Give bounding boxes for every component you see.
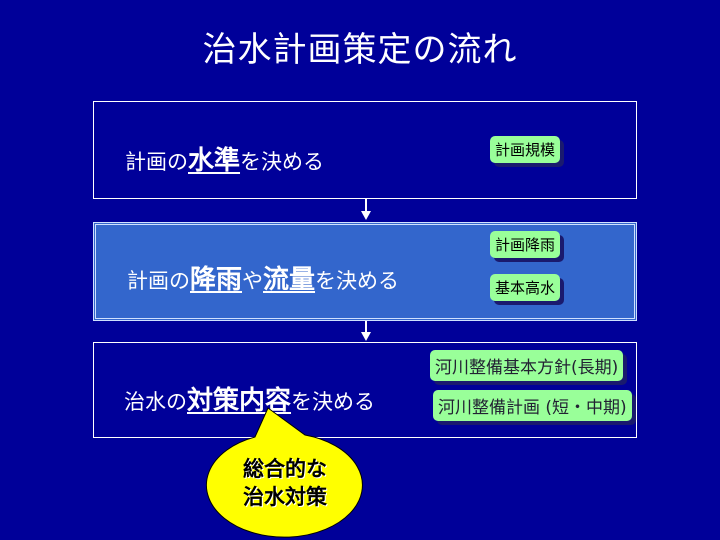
text: や [242,269,264,293]
emphasis: 対策内容 [187,386,292,416]
arrow-down-icon [361,199,371,220]
callout-bubble [205,407,363,538]
tag-basic-high-water: 基本高水 [490,274,561,301]
emphasis: 流量 [263,265,316,295]
step-text-rainfall: 計画の降雨や流量を決める [127,259,399,296]
emphasis: 水準 [188,146,241,176]
arrow-down-icon [361,321,371,341]
tag-improvement-plan: 河川整備計画 (短・中期) [433,390,632,421]
text: を決める [291,390,376,414]
text: 治水の [124,390,187,414]
tag-plan-scale: 計画規模 [490,136,561,163]
step-text-level: 計画の水準を決める [125,140,324,177]
callout-line: 治水対策 [243,485,327,509]
text: を決める [315,269,400,293]
slide-title: 治水計画策定の流れ [202,30,518,70]
tag-basic-policy: 河川整備基本方針(長期) [430,350,624,381]
step-text-measures: 治水の対策内容を決める [124,380,375,417]
text: 計画の [125,150,188,174]
text: 計画の [127,269,190,293]
text: を決める [240,150,325,174]
emphasis: 降雨 [190,265,243,295]
step-box-measures [93,342,637,438]
tag-plan-rainfall: 計画降雨 [490,231,561,258]
callout-text: 総合的な 治水対策 [205,455,365,511]
callout-line: 総合的な [243,457,327,481]
step-box-level [93,101,637,199]
